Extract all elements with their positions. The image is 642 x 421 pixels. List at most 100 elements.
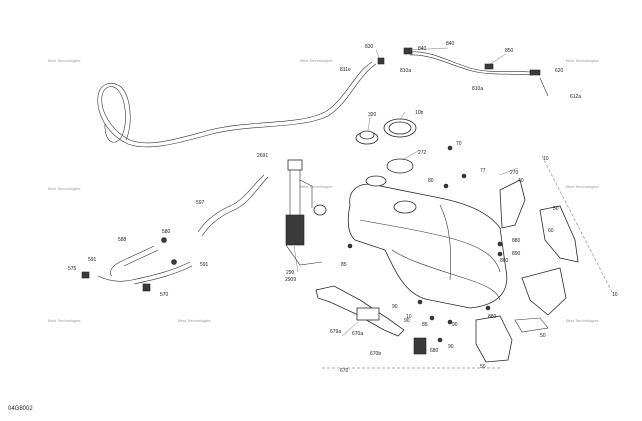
shield-40 [499, 179, 526, 229]
hardware-80 [443, 183, 449, 189]
part-label: 670 [340, 368, 349, 374]
tank-ridge-3 [439, 204, 451, 281]
part-label: 810a [400, 68, 411, 74]
fitting-830 [377, 57, 385, 65]
part-label: 85 [341, 262, 347, 268]
leader-320 [367, 117, 371, 131]
lock-ring-10b-inner [388, 121, 412, 135]
ref-line-10 [541, 155, 613, 293]
part-label: 880 [488, 314, 497, 320]
vent-hose-inner [97, 63, 377, 148]
hose-top-right [409, 51, 531, 73]
part-label: 50 [540, 333, 546, 339]
part-label: 880 [512, 238, 521, 244]
panel-50-lower [521, 267, 567, 316]
hardware-860 [497, 251, 503, 257]
part-label: 272 [418, 150, 427, 156]
hose-588 [110, 245, 155, 277]
watermark-7: Best Technologies [48, 318, 81, 323]
connector-575 [81, 271, 90, 279]
hardware-90b [429, 315, 435, 321]
watermark-5: Best Technologies [300, 184, 333, 189]
part-label: 10 [612, 292, 618, 298]
part-label: 575 [68, 266, 77, 272]
hose-top-right-2 [409, 54, 533, 76]
part-label: 90 [448, 344, 454, 350]
leader-850 [489, 53, 507, 65]
part-label: 810a [472, 86, 483, 92]
part-label: 10 [543, 156, 549, 162]
hardware-77 [461, 173, 467, 179]
cap-320-top [359, 130, 375, 140]
part-label: 50 [480, 364, 486, 370]
tank-pump-opening [393, 200, 417, 214]
hardware-85 [347, 243, 353, 249]
vent-hose [101, 61, 373, 144]
hardware-70 [447, 145, 453, 151]
part-label: 850 [505, 48, 514, 54]
pump-bracket [285, 244, 323, 266]
leader-679a [341, 321, 359, 337]
part-label: 840 [446, 41, 455, 47]
watermark-3: Best Technologies [566, 58, 599, 63]
part-label: 10 [406, 314, 412, 320]
hardware-90d [437, 337, 443, 343]
tank-ridge-2 [391, 249, 501, 301]
part-label: 77 [480, 168, 486, 174]
part-label: 811e [340, 67, 351, 73]
part-label: 290 [286, 270, 295, 276]
part-label: 670b [370, 351, 381, 357]
hardware-890 [485, 305, 491, 311]
connector-570 [142, 283, 151, 292]
hose-591 [97, 261, 191, 282]
part-label: 10b [415, 110, 424, 116]
float-sender [313, 204, 327, 216]
hardware-90c [447, 319, 453, 325]
fitting-620 [529, 69, 541, 76]
leader-10 [499, 167, 519, 176]
fitting-840 [403, 47, 413, 55]
part-label: 620 [555, 68, 564, 74]
part-label: 570 [160, 292, 169, 298]
part-label: 612a [570, 94, 581, 100]
leader-830 [375, 49, 381, 61]
watermark-4: Best Technologies [48, 186, 81, 191]
part-label: 270 [510, 170, 519, 176]
part-label: 840 [418, 46, 427, 52]
module-679a [356, 307, 380, 321]
part-label: 588 [118, 237, 127, 243]
watermark-2: Best Technologies [300, 58, 333, 63]
strap-50 [514, 317, 549, 333]
tank-ridge-1 [359, 219, 501, 273]
tube-612a [539, 77, 549, 97]
part-label: 90 [392, 304, 398, 310]
leader-10b [399, 111, 406, 121]
part-label: 70 [456, 141, 462, 147]
part-label: 2909 [285, 277, 296, 283]
pump-top-2691 [287, 159, 303, 171]
connector-680 [413, 337, 427, 355]
hose-597 [197, 174, 265, 233]
shield-lower-50 [475, 315, 513, 363]
hardware-90a [417, 299, 423, 305]
part-label: 591 [200, 262, 209, 268]
watermark-6: Best Technologies [566, 184, 599, 189]
gasket-272 [386, 158, 414, 174]
watermark-8: Best Technologies [178, 318, 211, 323]
pump-body-290 [285, 214, 305, 246]
part-label: 890 [512, 251, 521, 257]
tank-filler-neck [365, 175, 387, 187]
hose-588-2 [123, 249, 159, 267]
part-label: 860 [500, 258, 509, 264]
hose-591-2 [133, 265, 193, 285]
part-label: 80 [428, 178, 434, 184]
diagram-code: 04G8002 [8, 406, 33, 412]
hardware-880 [497, 241, 503, 247]
fuel-tank [347, 183, 508, 309]
pump-wire [299, 179, 313, 208]
clamp-591 [171, 259, 177, 265]
part-label: 591 [88, 257, 97, 263]
part-label: 320 [368, 112, 377, 118]
